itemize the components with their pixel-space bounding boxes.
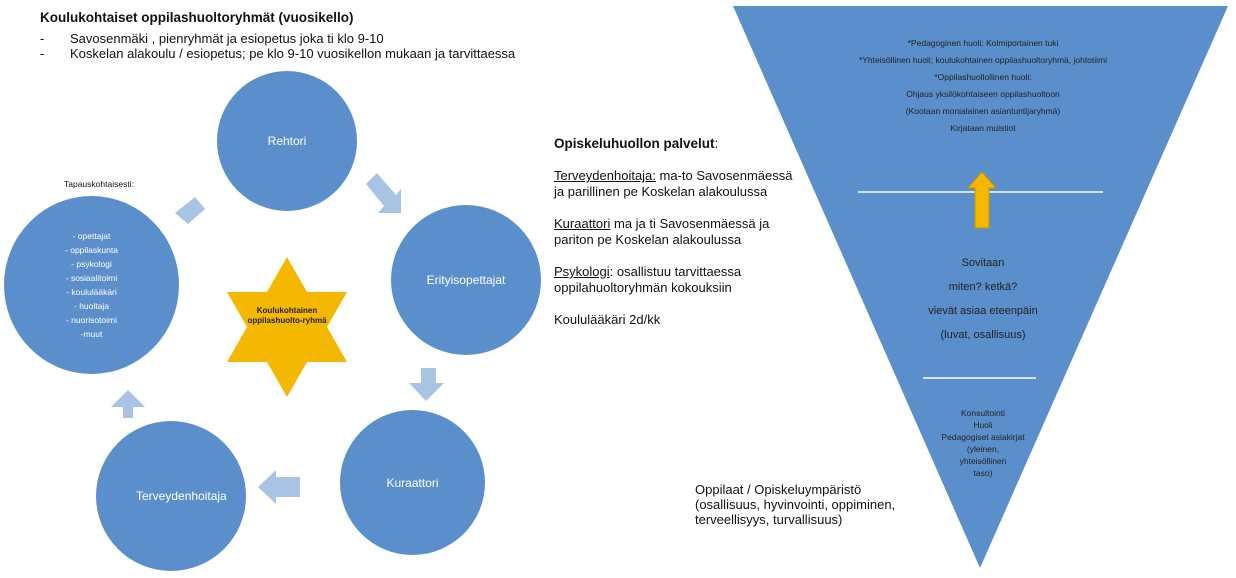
pyramid-line: miten? ketkä? [948, 281, 1018, 293]
case-by-case-label: Tapauskohtaisesti: [64, 179, 134, 189]
pyramid-line: (luvat, osallisuus) [940, 329, 1026, 341]
cycle-graphics [111, 173, 444, 504]
case-item: - psykologi [71, 259, 112, 269]
node-label: Rehtori [267, 134, 307, 148]
center-star-label: Koulukohtainen oppilashuolto-ryhmä [247, 306, 327, 325]
meeting-schedule-list: - Savosenmäki , pienryhmät ja esiopetus … [40, 31, 560, 61]
bullet-text: Savosenmäki , pienryhmät ja esiopetus jo… [70, 31, 384, 46]
pyramid-line: Ohjaus yksilökohtaiseen oppilashuoltoon [906, 89, 1060, 99]
case-item: -muut [80, 329, 103, 339]
pyramid-line: Huoli [973, 420, 993, 430]
pyramid-line: (Kootaan monialainen asiantuntijaryhmä) [905, 106, 1061, 116]
case-item: - koululääkäri [66, 287, 117, 297]
bullet-text: Koskelan alakoulu / esiopetus; pe klo 9-… [70, 46, 516, 61]
cycle-arrow-bottom [258, 470, 300, 504]
node-label: Erityisopettajat [426, 273, 506, 287]
center-star-icon [227, 257, 347, 397]
cycle-arrow-top-left [175, 197, 205, 224]
services-heading: Opiskeluhuollon palvelut: [554, 136, 804, 152]
cycle-arrow-right-bottom [409, 368, 444, 401]
service-doctor: Koululääkäri 2d/kk [554, 312, 661, 327]
page-title: Koulukohtaiset oppilashuoltoryhmät (vuos… [40, 10, 354, 25]
pupils-line: Oppilaat / Opiskeluympäristö [695, 482, 862, 497]
bullet-marker: - [40, 31, 45, 46]
service-item: Terveydenhoitaja: ma-to Savosenmäessä ja… [554, 168, 804, 200]
pupils-line: terveellisyys, turvallisuus) [695, 512, 843, 527]
bullet-marker: - [40, 46, 45, 61]
node-label: Kuraattori [386, 475, 439, 490]
pyramid-line: taso) [973, 468, 993, 478]
service-text: ma ja ti Savosenmäessä ja pariton pe Kos… [554, 216, 770, 247]
case-item: - oppilaskunta [65, 245, 118, 255]
cycle-arrow-top-right [366, 173, 401, 213]
case-item: - opettajat [72, 231, 111, 241]
services-heading-text: Opiskeluhuollon palvelut [554, 136, 715, 151]
service-item: Kuraattori ma ja ti Savosenmäessä ja par… [554, 216, 804, 248]
pyramid-shape [733, 6, 1228, 568]
pyramid-line: Sovitaan [961, 257, 1005, 269]
pyramid-line: Kirjataan muistiot [950, 123, 1016, 133]
pupils-environment-text: Oppilaat / Opiskeluympäristö (osallisuus… [695, 482, 955, 527]
node-label: Terveydenhoitaja [136, 489, 227, 503]
left-arrow-head-icon [838, 343, 846, 354]
pyramid-line: (yleinen, [966, 444, 1000, 454]
bullet-item: - Savosenmäki , pienryhmät ja esiopetus … [40, 31, 560, 46]
services-heading-colon: : [714, 136, 719, 151]
pyramid-line: Pedagogiset asiakirjat [941, 432, 1025, 442]
service-text: : osallistuu tarvittaessa oppilahuoltory… [554, 264, 742, 295]
service-item: Psykologi: osallistuu tarvittaessa oppil… [554, 264, 804, 296]
pyramid-line: vievät asiaa eteenpäin [928, 305, 1038, 317]
student-welfare-services: Opiskeluhuollon palvelut: Terveydenhoita… [554, 136, 804, 344]
pupils-line: (osallisuus, hyvinvointi, oppiminen, [695, 497, 896, 512]
pyramid-line: yhteisöllinen [959, 456, 1007, 466]
service-name: Kuraattori [554, 216, 611, 231]
cycle-node-terveydenhoitaja: Terveydenhoitaja [96, 421, 246, 571]
cycle-node-rehtori: Rehtori [217, 71, 357, 211]
up-arrow-icon [966, 171, 998, 229]
right-arrow-head-icon [1114, 343, 1122, 354]
side-arrows [841, 349, 1119, 576]
case-item: - nuorisotoimi [65, 315, 118, 325]
pyramid-graphics [733, 6, 1228, 576]
service-name: Terveydenhoitaja: [554, 168, 656, 183]
pyramid-line: *Pedagoginen huoli: Kolmiportainen tuki [907, 38, 1059, 48]
cycle-node-kuraattori: Kuraattori [340, 410, 485, 555]
bullet-item: - Koskelan alakoulu / esiopetus; pe klo … [40, 46, 560, 61]
pyramid-top-text: *Pedagoginen huoli: Kolmiportainen tuki … [858, 38, 1108, 140]
cycle-node-erityisopettajat: Erityisopettajat [391, 205, 541, 355]
service-name: Psykologi [554, 264, 610, 279]
pyramid-bottom-text: Konsultointi Huoli Pedagogiset asiakirja… [920, 407, 1046, 479]
pyramid-line: *Yhteisöllinen huoli; koulukohtainen opp… [858, 55, 1108, 65]
cycle-arrow-left [111, 390, 145, 418]
pyramid-middle-text: Sovitaan miten? ketkä? vievät asiaa etee… [868, 257, 1098, 353]
pyramid-line: Konsultointi [961, 408, 1005, 418]
pyramid-line: *Oppilashuollollinen huoli: [934, 72, 1032, 82]
case-item: - huoltaja [74, 301, 109, 311]
case-item: - sosiaalitoimi [65, 273, 118, 283]
cycle-node-case-by-case: - opettajat - oppilaskunta - psykologi -… [4, 196, 179, 374]
service-text: ma-to Savosenmäessä ja parillinen pe Kos… [554, 168, 793, 199]
